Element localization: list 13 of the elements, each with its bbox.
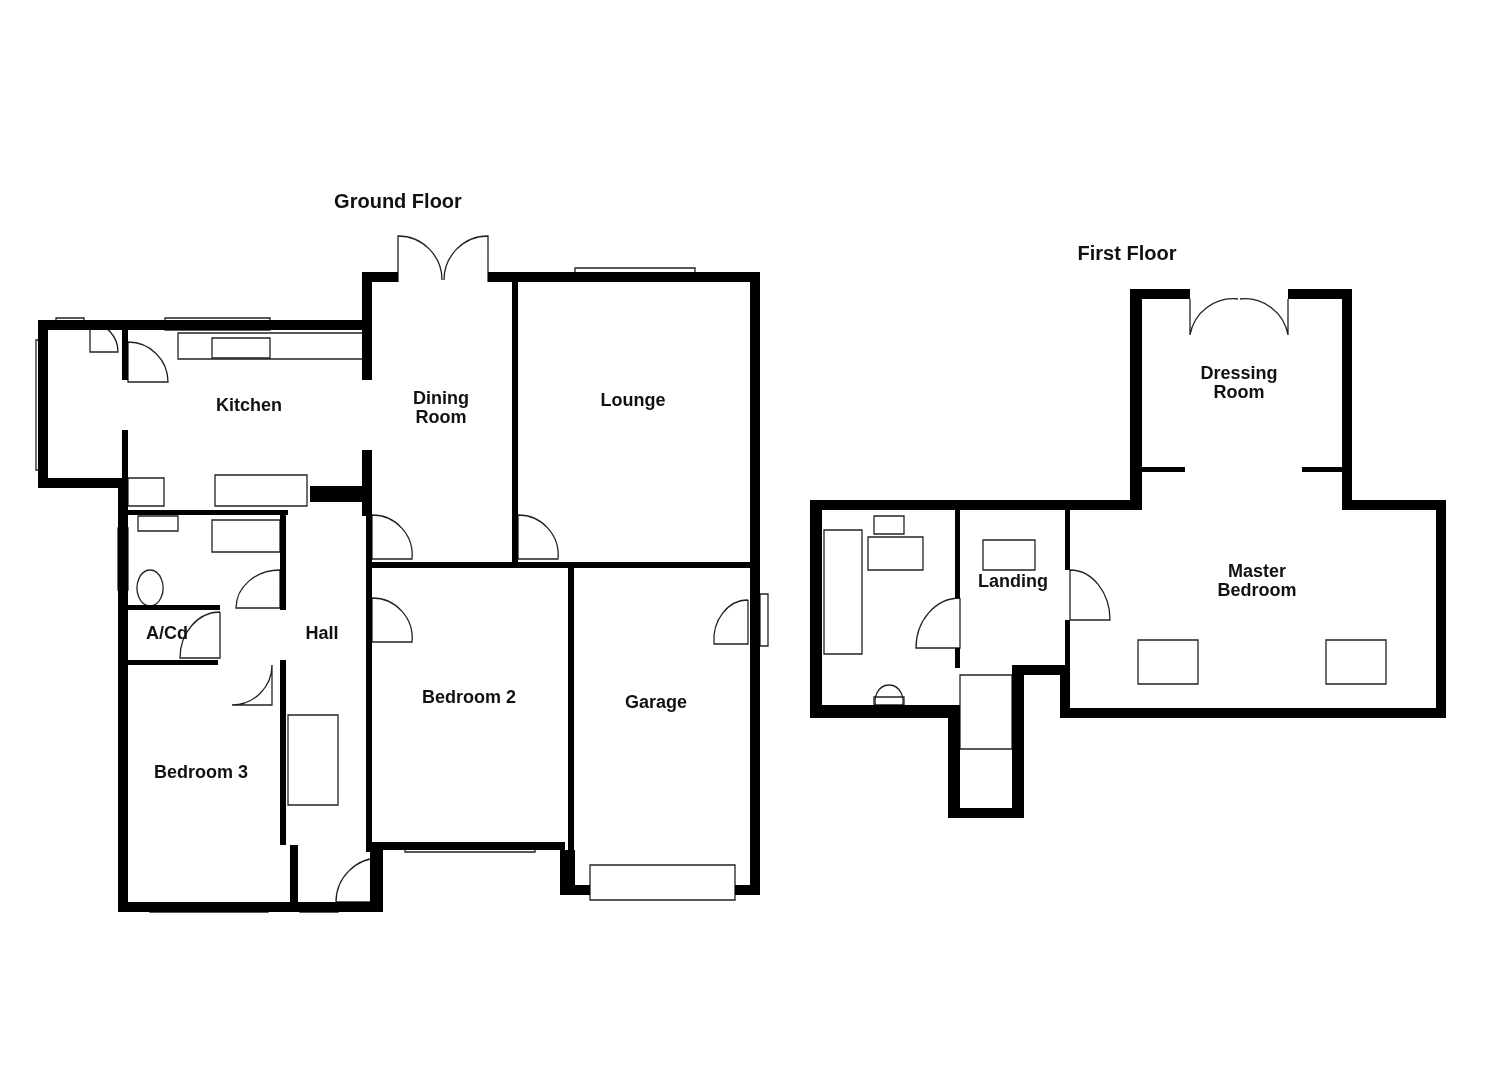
room-label: Lounge (599, 390, 667, 410)
room-label: Kitchen (215, 395, 283, 415)
floor-title: First Floor (1076, 242, 1178, 264)
room-label: Hall (304, 623, 340, 643)
room-label: Bedroom 3 (153, 762, 249, 782)
floor-title: Ground Floor (333, 190, 463, 212)
room-label: Landing (977, 571, 1049, 591)
room-label: Bedroom 2 (421, 687, 517, 707)
room-label: Garage (623, 692, 688, 712)
room-label: Master Bedroom (1216, 562, 1298, 600)
room-label: A/Cd (145, 623, 189, 643)
room-label: Dining Room (412, 389, 470, 427)
room-label: Dressing Room (1199, 364, 1279, 402)
